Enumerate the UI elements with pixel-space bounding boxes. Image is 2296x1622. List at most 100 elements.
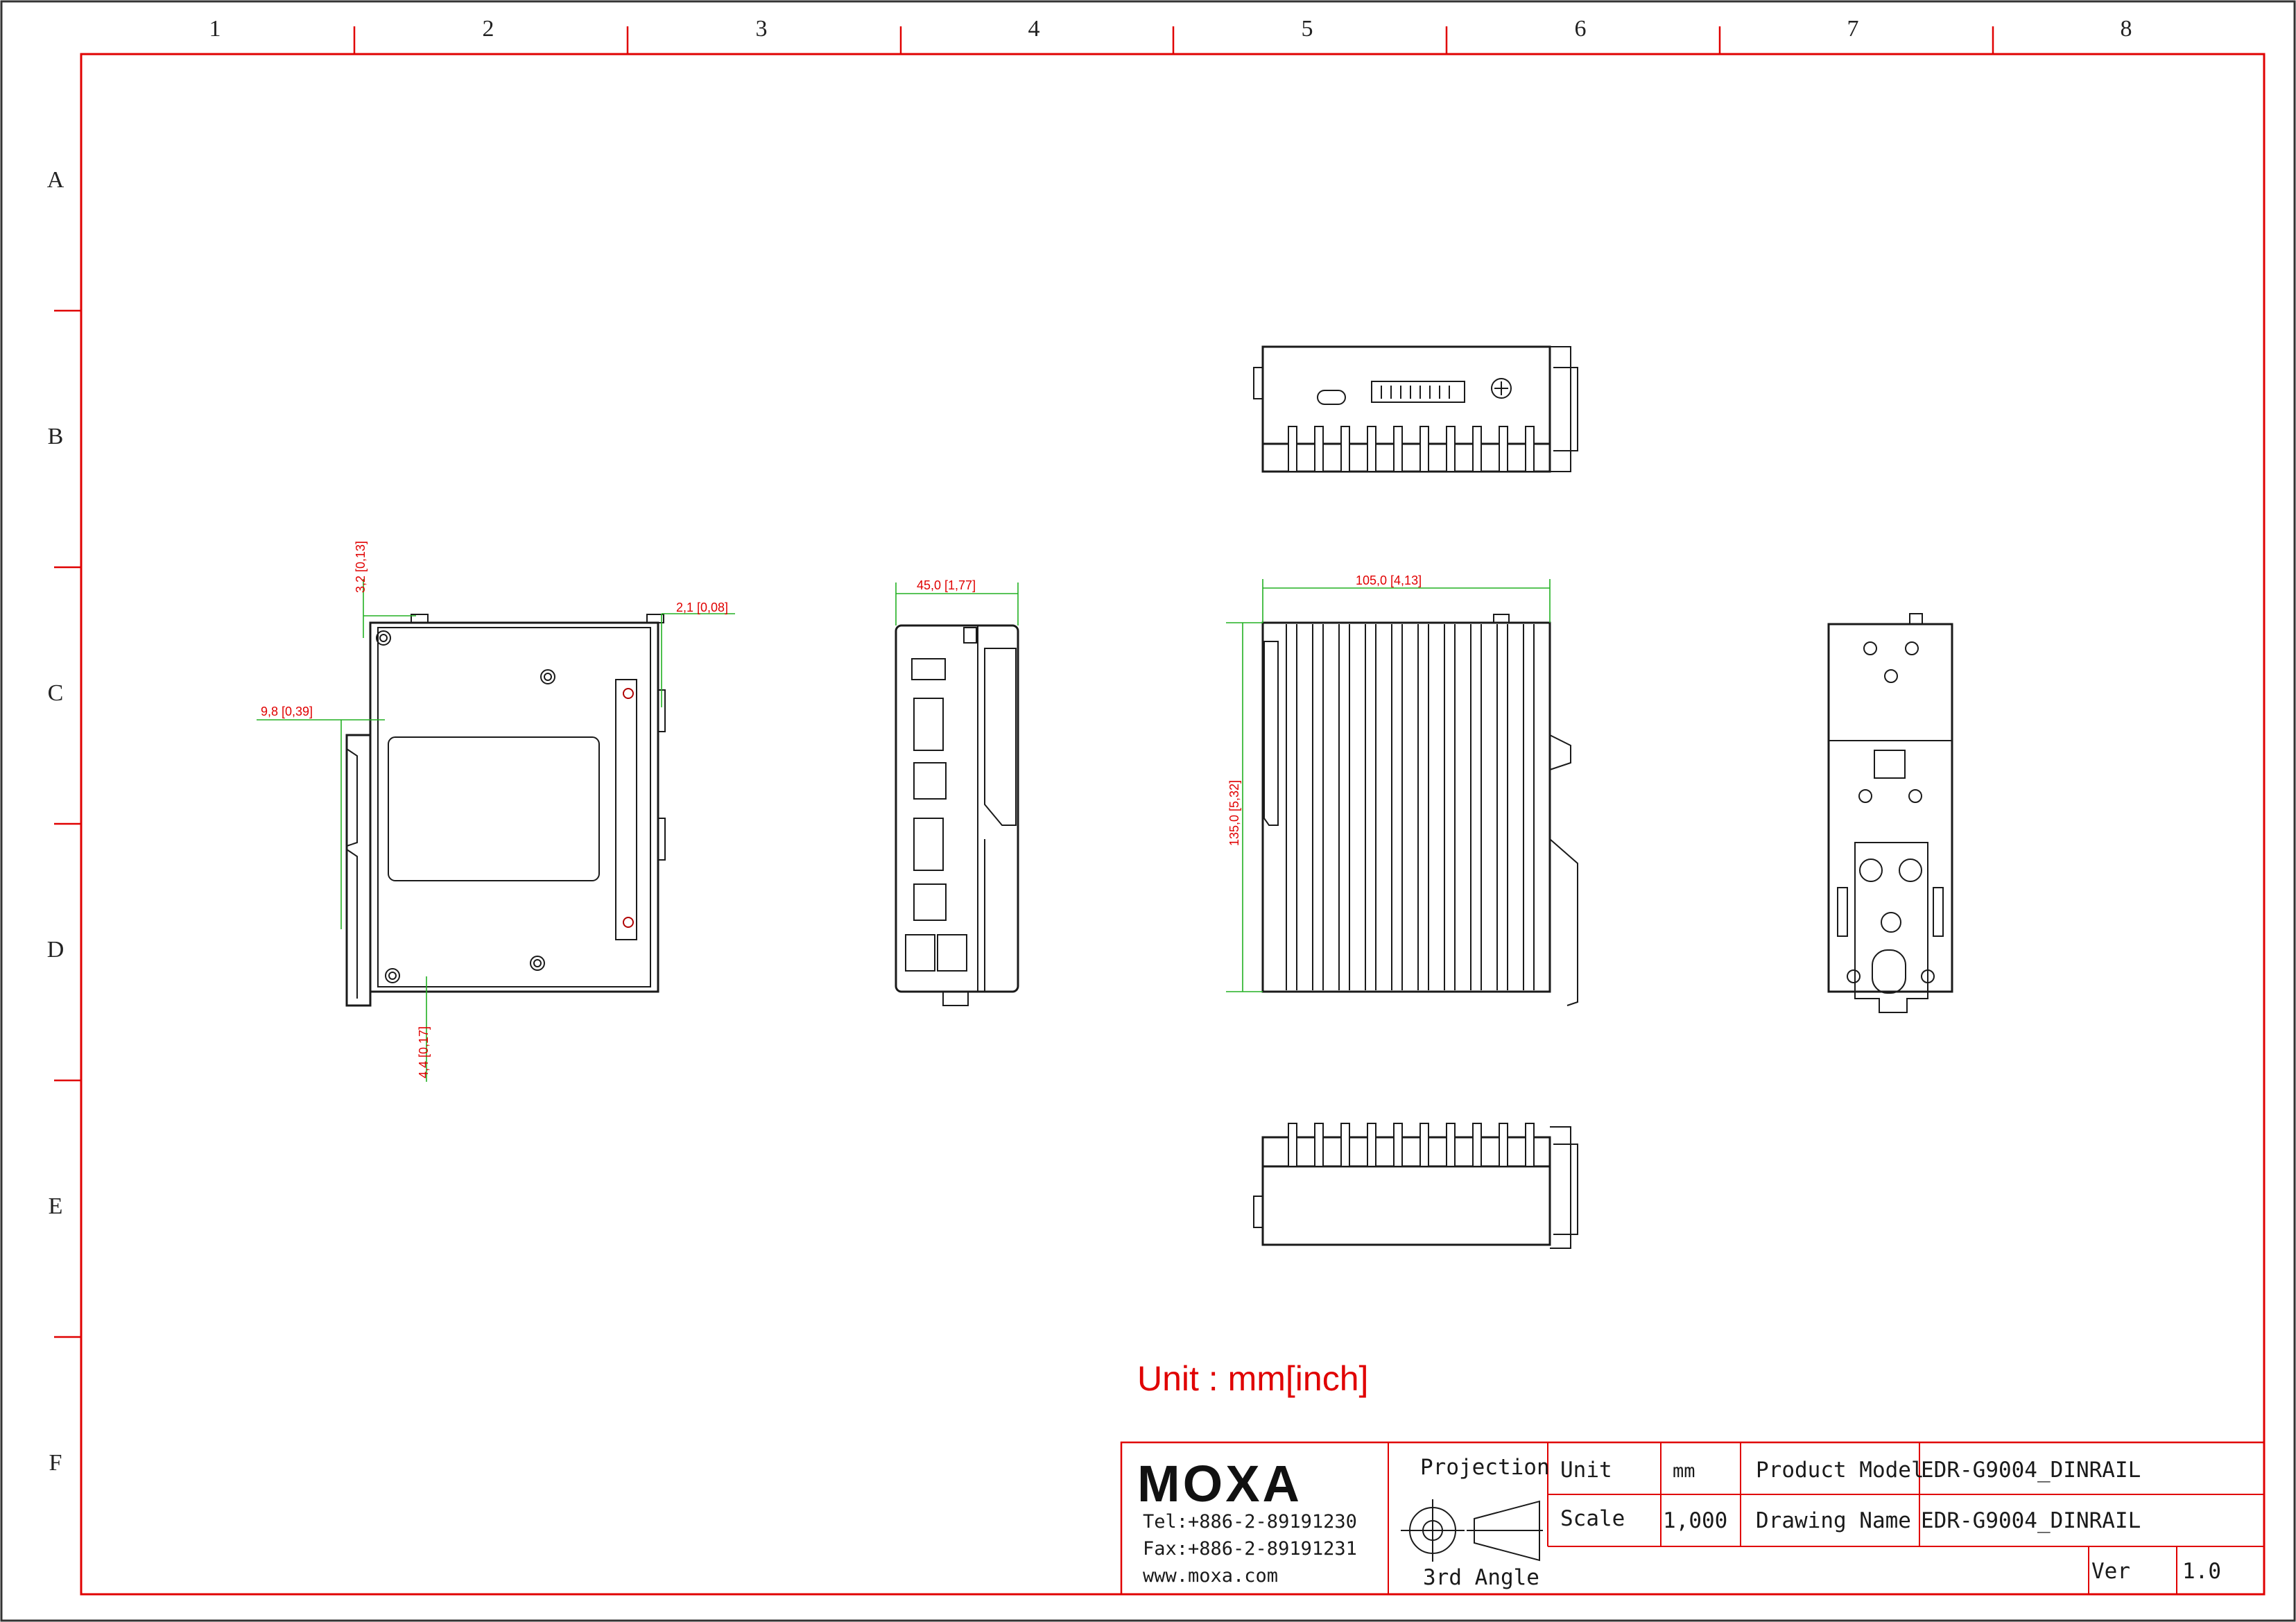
drawing-name-value: EDR-G9004_DINRAIL (1921, 1508, 2141, 1533)
dimension-label: 3,2 [0,13] (354, 541, 368, 593)
title-block-frame (1120, 1441, 2265, 1596)
side-grip (1263, 641, 1279, 826)
top-view (1253, 345, 1578, 473)
rear-inner-edge (377, 627, 651, 987)
terminal-block (1371, 381, 1465, 403)
rear-view: 3,2 [0,13] 2,1 [0,08] 9,8 [0,39] 4,4 [0,… (257, 541, 735, 1082)
side-body (1261, 621, 1551, 993)
product-model-value: EDR-G9004_DINRAIL (1921, 1458, 2141, 1483)
unit-value: mm (1673, 1460, 1695, 1482)
title-block-grid (1388, 1442, 2264, 1594)
column-label: 6 (1575, 16, 1587, 42)
dimension-label: 105,0 [4,13] (1356, 573, 1422, 587)
rj45-port (937, 934, 967, 972)
top-fin-slots (1288, 426, 1535, 472)
top-tab (1909, 613, 1923, 625)
label-area (388, 736, 600, 881)
rj45-port (913, 762, 947, 800)
side-din-clip (1549, 734, 1578, 1006)
title-block: MOXA Tel:+886-2-89191230 Fax:+886-2-8919… (1120, 1441, 2265, 1596)
dimension-label: 135,0 [5,32] (1227, 780, 1241, 846)
top-tab (411, 614, 429, 623)
terminal-pins (1381, 386, 1450, 399)
top-tab (1493, 614, 1510, 623)
sfp-port (913, 698, 944, 751)
column-label: 7 (1847, 16, 1859, 42)
usb-port (911, 658, 946, 680)
front-view: 45,0 [1,77] (895, 578, 1019, 1006)
row-labels: A B C D E F (47, 167, 64, 1476)
rear-side-tab (657, 818, 666, 861)
screw-icon (1847, 641, 1935, 983)
small-screw-icon (623, 688, 634, 928)
bottom-body (1261, 1164, 1551, 1246)
din-rail-view (1827, 613, 1953, 1013)
front-grip (984, 648, 1017, 826)
rear-bracket-clip (346, 748, 358, 999)
rj45-port (913, 883, 947, 921)
side-dimension-lines (1226, 579, 1551, 992)
drawing-name-label: Drawing Name (1756, 1508, 1911, 1533)
bottom-tab (942, 991, 969, 1006)
column-labels: 1 2 3 4 5 6 7 8 (209, 16, 2132, 42)
contact-web: www.moxa.com (1143, 1565, 1278, 1587)
dimension-label: 45,0 [1,77] (917, 578, 976, 592)
reset-button (1317, 390, 1346, 405)
heatsink-fins (1286, 624, 1535, 990)
contact-tel: Tel:+886-2-89191230 (1143, 1511, 1357, 1533)
row-label: F (49, 1450, 62, 1476)
row-label: C (48, 680, 64, 706)
product-model-label: Product Model (1756, 1458, 1924, 1483)
column-label: 4 (1028, 16, 1040, 42)
front-body (895, 624, 1019, 993)
bottom-view (1253, 1123, 1578, 1249)
column-label: 3 (756, 16, 768, 42)
ver-value: 1.0 (2182, 1559, 2221, 1584)
top-din-clip (1550, 346, 1578, 472)
top-tab (963, 627, 977, 644)
contact-fax: Fax:+886-2-89191231 (1143, 1538, 1357, 1560)
scale-value: 1,000 (1663, 1508, 1727, 1533)
rj45-port (905, 934, 935, 972)
rear-dimension-lines (257, 579, 735, 1082)
rear-body (369, 621, 659, 993)
dimension-label: 4,4 [0,17] (417, 1026, 431, 1078)
third-angle-projection-icon (1401, 1499, 1543, 1562)
din-latch (1874, 750, 1906, 779)
top-tab (646, 614, 664, 623)
screw-icon (376, 630, 555, 983)
row-label: D (47, 937, 64, 963)
column-label: 5 (1302, 16, 1313, 42)
rear-flange (615, 679, 637, 940)
sfp-port (913, 818, 944, 871)
din-clip (1854, 842, 1928, 1013)
unit-label: Unit (1560, 1458, 1612, 1483)
top-side-tab (1253, 367, 1263, 399)
row-label: B (48, 424, 64, 449)
ground-screw-icon (1491, 378, 1512, 399)
side-view: 105,0 [4,13] 135,0 [5,32] (1226, 573, 1578, 1006)
bottom-din-clip (1550, 1126, 1578, 1249)
bottom-fin-slots (1288, 1123, 1535, 1167)
column-label: 1 (209, 16, 221, 42)
din-slot (1872, 949, 1906, 994)
din-side-bar (1837, 887, 1848, 937)
rear-bracket (345, 734, 372, 1007)
column-ticks (353, 26, 1994, 54)
scale-label: Scale (1560, 1506, 1625, 1531)
projection-label: Projection (1420, 1455, 1550, 1480)
bottom-side-tab (1253, 1196, 1263, 1228)
column-label: 8 (2121, 16, 2132, 42)
projection-type: 3rd Angle (1423, 1565, 1539, 1590)
ver-label: Ver (2091, 1559, 2130, 1584)
dimension-label: 9,8 [0,39] (261, 705, 313, 718)
row-label: A (47, 167, 64, 193)
row-label: E (49, 1193, 63, 1219)
dimension-label: 2,1 [0,08] (676, 601, 728, 614)
din-side-bar (1933, 887, 1944, 937)
din-body (1827, 623, 1953, 993)
front-dimension-lines (895, 583, 1019, 625)
moxa-logo: MOXA (1137, 1455, 1302, 1512)
